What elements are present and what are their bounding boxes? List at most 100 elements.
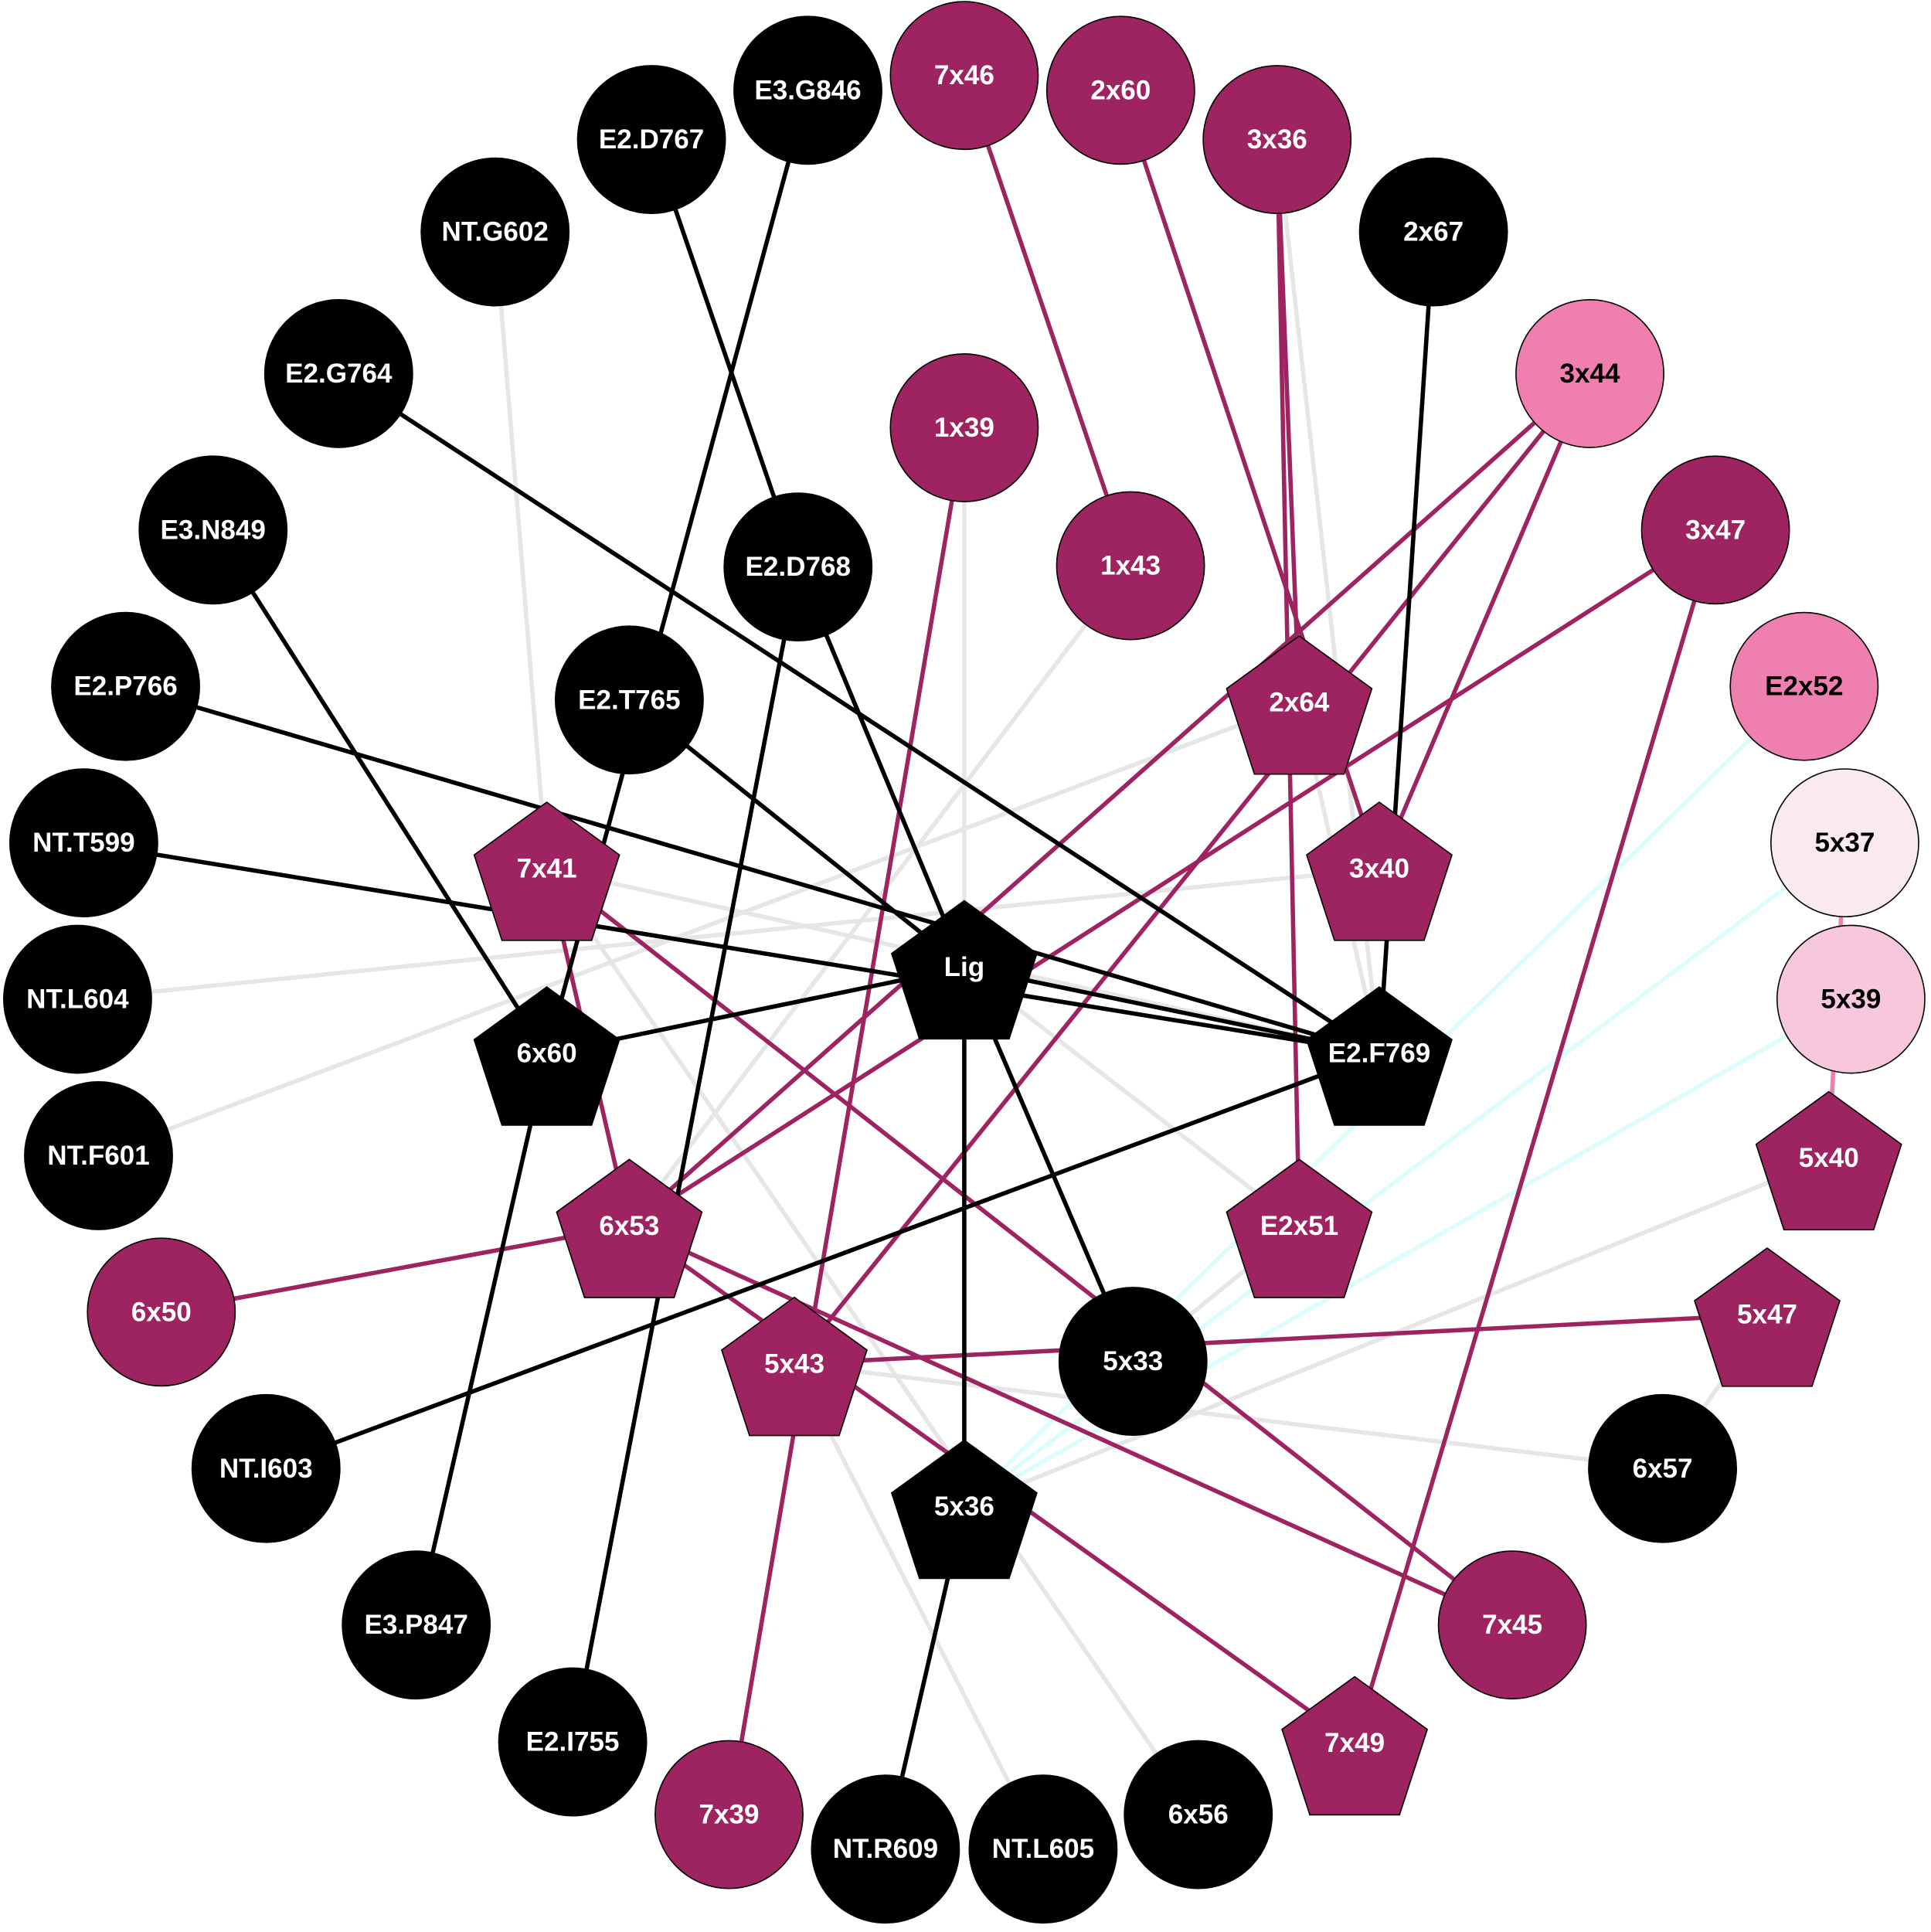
node-label: NT.R609 — [833, 1834, 938, 1864]
node-3x47[interactable]: 3x47 — [1640, 455, 1790, 605]
node-lig[interactable]: Lig — [890, 900, 1038, 1040]
edge-6x60-e3-p847 — [413, 1053, 549, 1626]
circle-shape — [1770, 768, 1919, 918]
node-nt-l605[interactable]: NT.L605 — [968, 1774, 1118, 1924]
node-e2-d768[interactable]: E2.D768 — [723, 492, 873, 642]
node-label: E2.T765 — [578, 685, 681, 715]
edge-e3-n849-6x60 — [211, 529, 549, 1055]
node-label: 5x33 — [1103, 1346, 1163, 1376]
edge-3x47-6x53 — [627, 528, 1717, 1228]
node-label: 2x67 — [1403, 217, 1464, 247]
edge-1x43-6x53 — [627, 564, 1133, 1227]
node-7x39[interactable]: 7x39 — [654, 1740, 804, 1889]
node-5x47[interactable]: 5x47 — [1694, 1247, 1841, 1387]
edge-5x43-5x47 — [794, 1312, 1768, 1366]
node-nt-t599[interactable]: NT.T599 — [8, 768, 158, 918]
node-2x60[interactable]: 2x60 — [1045, 15, 1195, 165]
circle-shape — [1588, 1393, 1737, 1543]
node-nt-g602[interactable]: NT.G602 — [420, 157, 570, 307]
node-e2-p766[interactable]: E2.P766 — [51, 611, 200, 761]
node-5x43[interactable]: 5x43 — [721, 1296, 868, 1437]
node-label: NT.I603 — [219, 1454, 313, 1484]
node-7x41[interactable]: 7x41 — [473, 801, 620, 941]
pentagon-shape — [890, 900, 1038, 1040]
circle-shape — [2, 924, 152, 1074]
node-label: 7x49 — [1324, 1728, 1385, 1758]
node-label: E2.D767 — [599, 124, 704, 155]
node-6x53[interactable]: 6x53 — [556, 1158, 703, 1298]
circle-shape — [1202, 65, 1352, 215]
node-5x37[interactable]: 5x37 — [1770, 768, 1919, 918]
node-1x43[interactable]: 1x43 — [1056, 491, 1205, 641]
node-label: 6x56 — [1168, 1800, 1229, 1830]
circle-shape — [1358, 157, 1508, 307]
circle-shape — [654, 1740, 804, 1889]
node-label: E3.P847 — [364, 1610, 467, 1640]
node-6x60[interactable]: 6x60 — [473, 986, 620, 1126]
edge-7x41-7x45 — [545, 866, 1514, 1627]
node-label: 2x60 — [1090, 75, 1151, 105]
node-nt-f601[interactable]: NT.F601 — [24, 1081, 173, 1230]
node-label: 5x37 — [1814, 828, 1875, 858]
node-2x67[interactable]: 2x67 — [1358, 157, 1508, 307]
node-1x39[interactable]: 1x39 — [889, 353, 1039, 502]
edge-nt-f601-2x64 — [97, 700, 1300, 1158]
node-nt-i603[interactable]: NT.I603 — [191, 1393, 341, 1543]
pentagon-shape — [1694, 1247, 1841, 1387]
circle-shape — [342, 1550, 491, 1700]
node-label: 3x47 — [1685, 515, 1746, 545]
pentagon-shape — [721, 1296, 868, 1437]
node-nt-l604[interactable]: NT.L604 — [2, 924, 152, 1074]
circle-shape — [1056, 491, 1205, 641]
node-5x36[interactable]: 5x36 — [890, 1439, 1038, 1580]
node-6x56[interactable]: 6x56 — [1124, 1740, 1273, 1889]
circle-shape — [263, 298, 413, 448]
node-e2-t765[interactable]: E2.T765 — [554, 625, 704, 775]
node-5x39[interactable]: 5x39 — [1776, 924, 1926, 1074]
pentagon-shape — [890, 1439, 1038, 1580]
node-2x64[interactable]: 2x64 — [1226, 634, 1373, 775]
circle-shape — [1729, 611, 1879, 761]
node-label: NT.F601 — [47, 1141, 149, 1171]
edge-e2-d768-e2-i755 — [570, 566, 801, 1743]
node-3x40[interactable]: 3x40 — [1306, 801, 1453, 941]
node-6x57[interactable]: 6x57 — [1588, 1393, 1737, 1543]
node-6x50[interactable]: 6x50 — [87, 1237, 236, 1387]
node-e3-p847[interactable]: E3.P847 — [342, 1550, 491, 1700]
node-label: E2.F769 — [1328, 1039, 1431, 1069]
node-label: 7x41 — [517, 854, 577, 884]
node-label: 3x36 — [1247, 124, 1307, 155]
node-7x49[interactable]: 7x49 — [1281, 1675, 1429, 1816]
node-5x33[interactable]: 5x33 — [1058, 1287, 1208, 1437]
node-e2x51[interactable]: E2x51 — [1226, 1158, 1373, 1298]
node-label: E2x51 — [1260, 1211, 1338, 1241]
pentagon-shape — [1755, 1090, 1902, 1231]
node-7x45[interactable]: 7x45 — [1437, 1550, 1587, 1700]
node-e2x52[interactable]: E2x52 — [1729, 611, 1879, 761]
circle-shape — [889, 1, 1039, 151]
edge-lig-e2x51 — [963, 965, 1301, 1228]
edge-3x44-3x40 — [1377, 372, 1593, 870]
edge-3x44-6x53 — [627, 372, 1592, 1228]
circle-shape — [138, 455, 288, 605]
node-e2-i755[interactable]: E2.I755 — [498, 1667, 648, 1817]
node-e2-g764[interactable]: E2.G764 — [263, 298, 413, 448]
node-7x46[interactable]: 7x46 — [889, 1, 1039, 151]
circle-shape — [51, 611, 200, 761]
circle-shape — [1437, 1550, 1587, 1700]
node-5x40[interactable]: 5x40 — [1755, 1090, 1902, 1231]
node-3x36[interactable]: 3x36 — [1202, 65, 1352, 215]
node-nt-r609[interactable]: NT.R609 — [811, 1774, 960, 1924]
node-e3-g846[interactable]: E3.G846 — [733, 15, 882, 165]
node-e2-d767[interactable]: E2.D767 — [576, 65, 726, 215]
pentagon-shape — [1226, 1158, 1373, 1298]
node-e2-f769[interactable]: E2.F769 — [1306, 986, 1453, 1126]
node-3x44[interactable]: 3x44 — [1515, 298, 1664, 448]
node-label: 6x53 — [599, 1211, 659, 1241]
node-e3-n849[interactable]: E3.N849 — [138, 455, 288, 605]
circle-shape — [1124, 1740, 1273, 1889]
circle-shape — [191, 1393, 341, 1543]
edge-5x43-6x57 — [794, 1362, 1663, 1471]
pentagon-shape — [556, 1158, 703, 1298]
